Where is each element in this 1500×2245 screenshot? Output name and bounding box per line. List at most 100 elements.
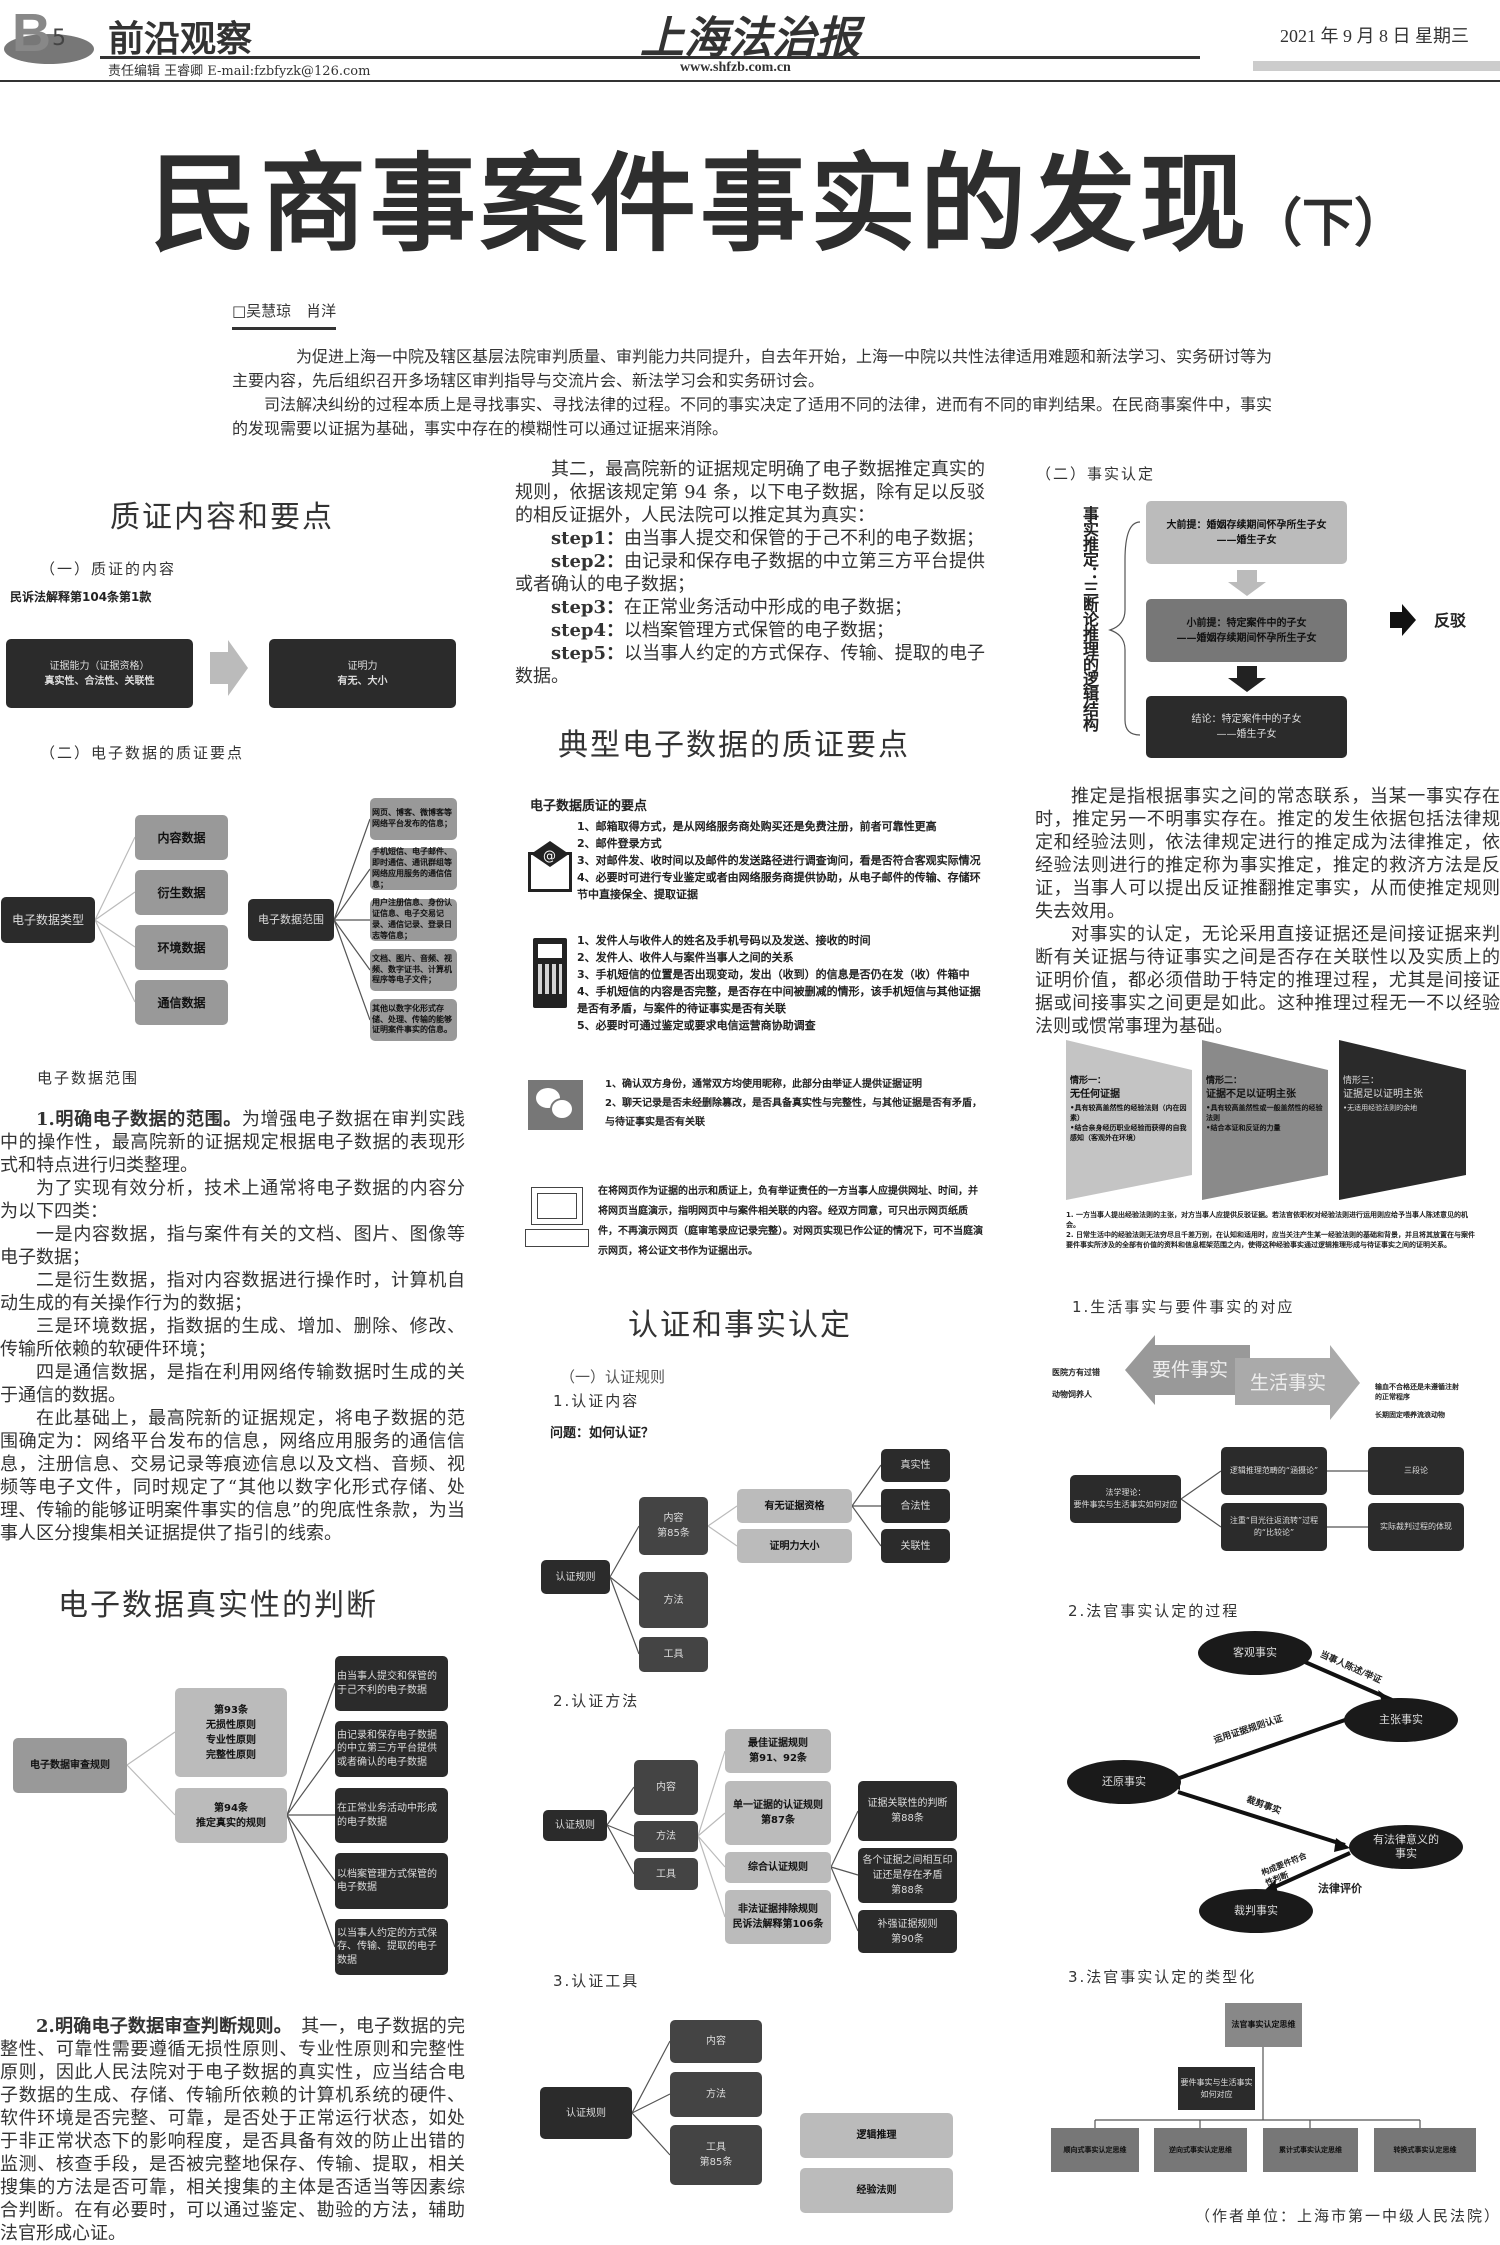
box-line: 第94条 — [214, 1802, 248, 1814]
case-title: 情形二： — [1206, 1076, 1243, 1086]
box-line: 完整性原则 — [206, 1749, 256, 1761]
step-text: 以当事人约定的方式保存、传输、提取的电子数据。 — [515, 643, 985, 687]
node: 综合认证规则 — [725, 1852, 831, 1883]
node: 逻辑推理范畴的“涵摄论” — [1221, 1447, 1327, 1495]
note: 1. 一方当事人提出经验法则的主张，对方当事人应提供反驳证据。若法官依职权对经验… — [1066, 1211, 1468, 1229]
chat-points: 1、确认双方身份，通常双方均使用昵称，此部分由举证人提供证据证明 2、聊天记录是… — [605, 1075, 985, 1132]
subheading: 3.法官事实认定的类型化 — [1068, 1968, 1257, 1986]
range-box: 用户注册信息、身份认证信息、电子交易记录、通信记录、登录日志等信息； — [370, 898, 457, 941]
presumption-box: 由记录和保存电子数据的中立第三方平台提供或者确认的电子数据 — [335, 1721, 448, 1777]
range-box: 手机短信、电子邮件、即时通信、通讯群组等网络应用服务的通信信息； — [370, 847, 457, 890]
box-title: 证据能力（证据资格） — [49, 660, 150, 672]
subheading: （二）电子数据的质证要点 — [40, 744, 245, 762]
point: 1、确认双方身份，通常双方均使用昵称，此部分由举证人提供证据证明 — [605, 1079, 922, 1090]
presumption-box: 以当事人约定的方式保存、传输、提取的电子数据 — [335, 1919, 448, 1975]
case-bullet: •结合本证和反证的力量 — [1206, 1123, 1281, 1132]
email-points: 1、邮箱取得方式，是从网络服务商处购买还是免费注册，前者可靠性更高 2、邮件登录… — [577, 818, 985, 903]
paragraph: 在此基础上，最高院新的证据规定，将电子数据的范围确定为：网络平台发布的信息，网络… — [0, 1408, 465, 1544]
node: 补强证据规则第90条 — [858, 1910, 957, 1953]
subheading: 2.法官事实认定的过程 — [1068, 1602, 1240, 1620]
point: 4、必要时可进行专业鉴定或者由网络服务商提供协助，从电子邮件的传输、存储环节中直… — [577, 871, 981, 901]
box-line: 推定真实的规则 — [196, 1817, 266, 1829]
page-header: B 5 前沿观察 责任编辑 王睿卿 E-mail:fzbfyzk@126.com… — [0, 0, 1500, 82]
subheading: 1.生活事实与要件事实的对应 — [1072, 1298, 1295, 1316]
left-body-2: 2.明确电子数据审查判断规则。 其一，电子数据的完整性、可靠性需要遵循无损性原则… — [0, 2015, 465, 2245]
author-affiliation: （作者单位：上海市第一中级人民法院） — [1195, 2207, 1500, 2225]
para-lead: 1.明确电子数据的范围。 — [36, 1109, 242, 1130]
diagram-root: 电子数据类型 — [1, 897, 95, 943]
node-label: 第85条 — [657, 1528, 690, 1539]
case-2: 情形二：证据不足以证明主张•具有较高盖然性或一般盖然性的经验法则•结合本证和反证… — [1206, 1075, 1326, 1133]
node: 逻辑推理 — [800, 2113, 953, 2158]
box-title: 证明力 — [347, 660, 378, 672]
paragraph: 三是环境数据，指数据的生成、增加、删除、修改、传输所依赖的软硬件环境； — [0, 1316, 465, 1360]
node-label: 综合认证规则 — [748, 1862, 808, 1873]
arrow-label-elements: 要件事实 — [1152, 1359, 1229, 1381]
point: 4、手机短信的内容是否完整，是否存在中间被删减的情形，该手机短信与其他证据是否有… — [577, 985, 981, 1015]
conclusion: 结论：特定案件中的子女——婚生子女 — [1146, 696, 1347, 758]
sms-points: 1、发件人与收件人的姓名及手机号码以及发送、接收的时间 2、发件人、收件人与案件… — [577, 932, 985, 1034]
point: 3、手机短信的位置是否出现变动，发出（收到）的信息是否仍在发（收）件箱中 — [577, 968, 970, 981]
point: 1、发件人与收件人的姓名及手机号码以及发送、接收的时间 — [577, 934, 871, 947]
premise-line: ——婚生子女 — [1216, 534, 1277, 546]
diagram-root: 认证规则 — [540, 2087, 632, 2139]
point: 2、邮件登录方式 — [577, 837, 662, 850]
box-probative-force: 证明力有无、大小 — [269, 639, 456, 708]
title-suffix: （下） — [1250, 194, 1407, 254]
node: 经验法则 — [800, 2168, 953, 2213]
right-examples: 输血不合格还是未遵循注射的正常程序长期固定喂养流浪动物 — [1375, 1382, 1465, 1420]
node: 有无证据资格 — [737, 1489, 852, 1523]
node-method: 方法 — [634, 1821, 698, 1852]
major-premise: 大前提：婚姻存续期间怀孕所生子女——婚生子女 — [1146, 501, 1347, 564]
node-tool: 工具 — [639, 1637, 708, 1672]
premise-line: 结论：特定案件中的子女 — [1191, 714, 1302, 725]
point: 1、邮箱取得方式，是从网络服务商处购买还是免费注册，前者可靠性更高 — [577, 820, 937, 833]
article-title: 民商事案件事实的发现（下） — [150, 118, 1406, 266]
paragraph: 一是内容数据，指与案件有关的文档、图片、图像等电子数据； — [0, 1224, 465, 1268]
type-box: 衍生数据 — [135, 870, 228, 915]
node: 合法性 — [881, 1489, 950, 1523]
rebut-label: 反驳 — [1434, 611, 1467, 630]
node-label: 第91、92条 — [749, 1753, 807, 1764]
section-heading-cross-exam: 质证内容和要点 — [110, 500, 334, 535]
step-text: 以档案管理方式保管的电子数据； — [624, 620, 895, 641]
node: 各个证据之间相互印证还是存在矛盾第88条 — [858, 1848, 957, 1903]
section-heading-authenticity: 电子数据真实性的判断 — [58, 1588, 378, 1623]
header-gray-bar — [1253, 61, 1500, 71]
paragraph: 对事实的认定，无论采用直接证据还是间接证据来判断有关证据与待证事实之间是否存在关… — [1035, 924, 1500, 1037]
presumption-box: 由当事人提交和保管的于己不利的电子数据 — [335, 1656, 448, 1711]
title-main: 民商事案件事实的发现 — [150, 143, 1250, 266]
case-notes: 1. 一方当事人提出经验法则的主张，对方当事人应提供反驳证据。若法官依职权对经验… — [1066, 1210, 1476, 1250]
typology-item: 转换式事实认定思维 — [1374, 2128, 1476, 2172]
para-text: 其一，电子数据的完整性、可靠性需要遵循无损性原则、专业性原则和完整性原则，因此人… — [0, 2016, 466, 2244]
step-item: step5：以当事人约定的方式保存、传输、提取的电子数据。 — [515, 642, 985, 688]
range-box: 其他以数字化形式存储、处理、传输的能够证明案件事实的信息。 — [370, 999, 457, 1041]
point: 2、发件人、收件人与案件当事人之间的关系 — [577, 951, 794, 964]
arrow-label-life: 生活事实 — [1250, 1372, 1327, 1394]
byline: □吴慧琼 肖洋 — [232, 300, 337, 330]
intro-paragraph: 为促进上海一中院及辖区基层法院审判质量、审判能力共同提升，自去年开始，上海一中院… — [232, 347, 1273, 390]
intro: 为促进上海一中院及辖区基层法院审判质量、审判能力共同提升，自去年开始，上海一中院… — [232, 345, 1272, 441]
example-label: 输血不合格还是未遵循注射的正常程序 — [1375, 1383, 1459, 1401]
node-label: 工具 — [706, 2142, 726, 2153]
editor-line: 责任编辑 王睿卿 E-mail:fzbfyzk@126.com — [108, 64, 371, 79]
case-title: 情形一： — [1070, 1076, 1107, 1086]
typology-mid: 要件事实与生活事实如何对应 — [1178, 2067, 1255, 2110]
header-rule — [100, 56, 1200, 59]
rule-94-box: 第94条推定真实的规则 — [175, 1788, 287, 1843]
step-item: step2：由记录和保存电子数据的中立第三方平台提供或者确认的电子数据； — [515, 550, 985, 596]
step-text: 由记录和保存电子数据的中立第三方平台提供或者确认的电子数据； — [515, 551, 985, 595]
node-label: 第90条 — [891, 1933, 924, 1945]
box-line: 无损性原则 — [206, 1719, 256, 1731]
step-text: 由当事人提交和保管的于己不利的电子数据； — [624, 528, 985, 549]
node-content: 内容 — [634, 1760, 698, 1815]
subheading: 1.认证内容 — [553, 1392, 640, 1410]
node: 证明力大小 — [737, 1529, 852, 1563]
website-url[interactable]: www.shfzb.com.cn — [680, 60, 791, 75]
wechat-icon — [528, 1080, 583, 1130]
node-content: 内容 — [670, 2020, 762, 2063]
minor-premise: 小前提：特定案件中的子女——婚姻存续期间怀孕所生子女 — [1146, 599, 1347, 662]
node-label: 证据关联性的判断 — [867, 1798, 948, 1809]
note: 2. 日常生活中的经验法则无法穷尽且千差万别，在认知和适用时，应当关注产生某一经… — [1066, 1231, 1475, 1249]
